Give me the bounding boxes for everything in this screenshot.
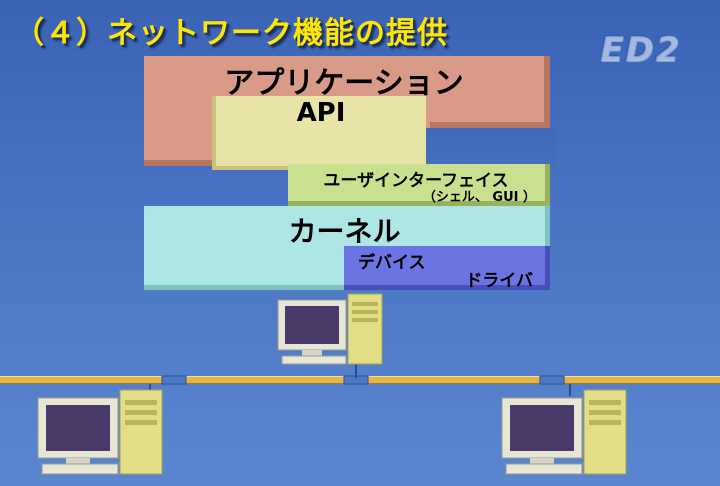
- computer-icon: [37, 389, 163, 475]
- user-interface-sublabel: （シェル、 GUI ）: [422, 190, 536, 205]
- application-label: アプリケーション: [224, 66, 464, 101]
- slide-title: （４）ネットワーク機能の提供: [14, 16, 448, 51]
- cable-connector: [161, 375, 187, 385]
- api-label: API: [296, 98, 346, 128]
- application-cutout-shadow: [430, 122, 550, 128]
- user-interface-layer: ユーザインターフェイス （シェル、 GUI ）: [288, 164, 550, 206]
- kernel-label: カーネル: [288, 215, 401, 248]
- device-driver-label-line1: デバイス: [358, 253, 426, 273]
- api-layer: API: [212, 96, 426, 170]
- computer-icon: [501, 389, 627, 475]
- device-driver-layer: デバイス ドライバ: [344, 246, 550, 291]
- user-interface-label: ユーザインターフェイス: [323, 171, 509, 191]
- cable-connector: [539, 375, 565, 385]
- ed2-logo: ED2: [600, 30, 682, 70]
- computer-icon: [277, 293, 383, 365]
- device-driver-label-line2: ドライバ: [465, 271, 533, 291]
